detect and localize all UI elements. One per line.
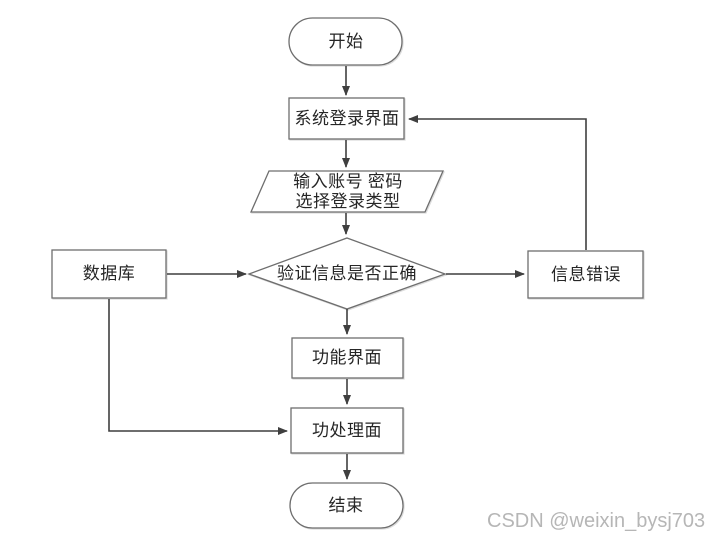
- node-input-label: 输入账号 密码 选择登录类型: [293, 172, 403, 212]
- node-verify-label: 验证信息是否正确: [277, 264, 417, 283]
- edge-arrows: [108, 66, 587, 480]
- node-end-shape: [289, 482, 404, 529]
- edge-database-processing: [108, 299, 288, 435]
- node-shapes: [51, 17, 644, 529]
- node-start-label: 开始: [328, 32, 364, 51]
- node-login-label: 系统登录界面: [294, 109, 400, 128]
- node-input-label-line2: 选择登录类型: [295, 192, 401, 211]
- node-database-label: 数据库: [82, 264, 136, 283]
- node-processing-shape: [290, 407, 404, 454]
- node-input-label-line1: 输入账号 密码: [293, 172, 403, 191]
- edge-error-login: [408, 115, 587, 250]
- node-error-label: 信息错误: [551, 265, 621, 284]
- node-function-ui-shape: [291, 337, 404, 379]
- node-processing-label: 功处理面: [312, 421, 382, 440]
- node-function-ui-label: 功能界面: [312, 348, 382, 367]
- node-database-shape: [51, 249, 167, 299]
- node-input-shape: [250, 170, 444, 213]
- node-error-shape: [527, 250, 644, 299]
- csdn-watermark: CSDN @weixin_bysj703: [487, 510, 706, 532]
- node-start-shape: [288, 17, 403, 66]
- node-login-shape: [288, 97, 405, 140]
- node-end-label: 结束: [328, 496, 364, 515]
